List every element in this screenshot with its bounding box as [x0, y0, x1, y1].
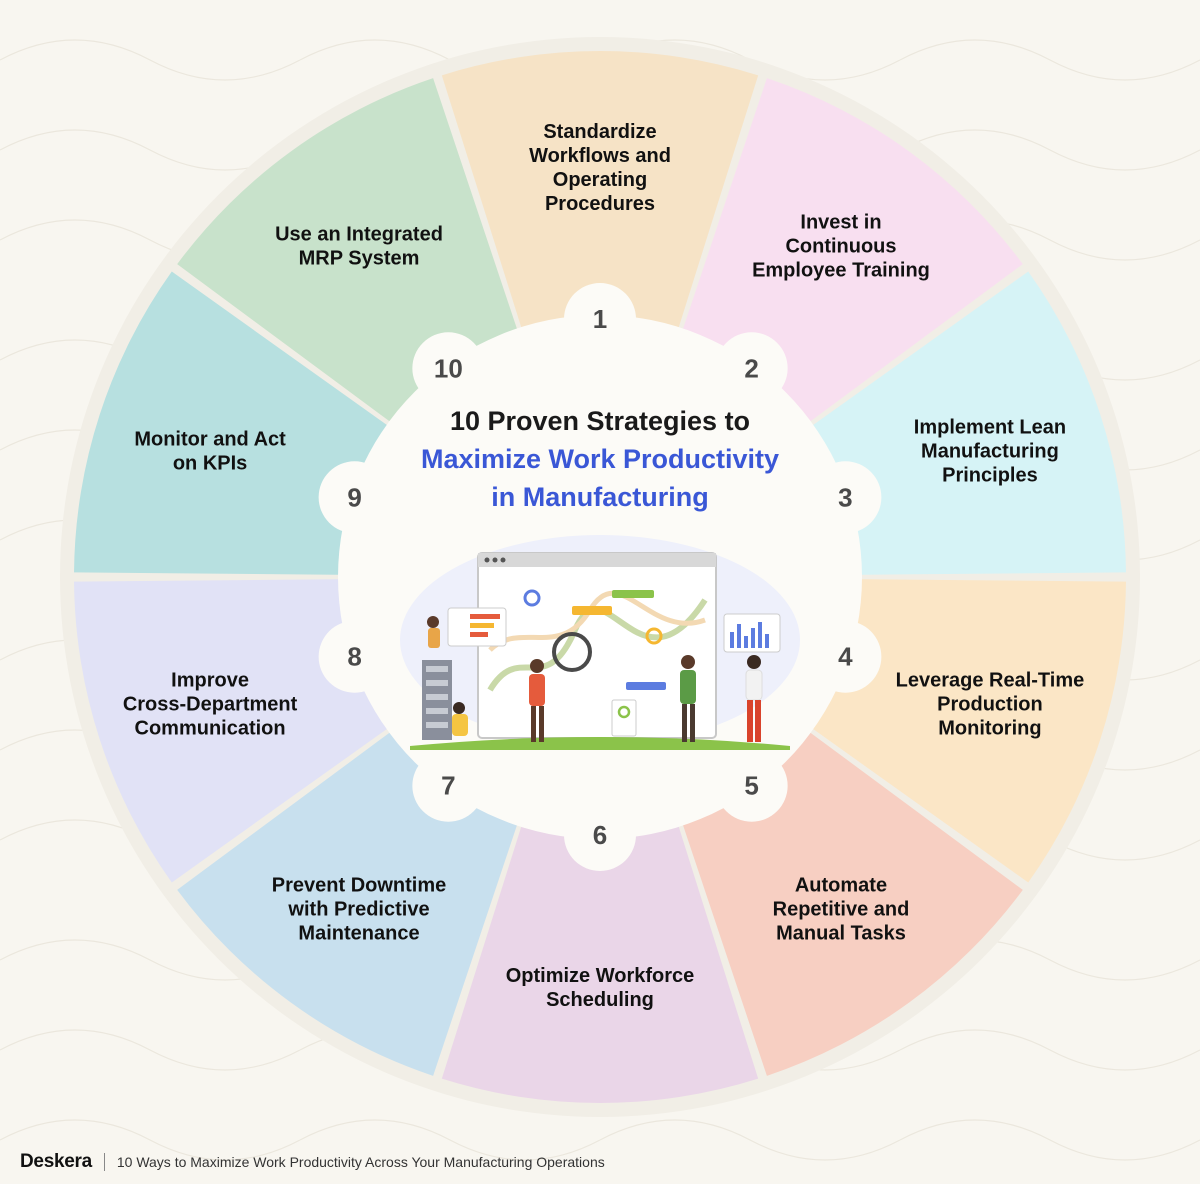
segment-label-line: on KPIs: [173, 452, 247, 474]
segment-label-line: Continuous: [785, 235, 896, 257]
step-number-2: 2: [744, 353, 758, 383]
segment-label-line: MRP System: [299, 247, 420, 269]
segment-label-line: Operating: [553, 169, 647, 191]
dashboard-illustration-icon: [400, 535, 800, 750]
segment-1: [441, 50, 759, 339]
segment-4: [803, 579, 1126, 883]
segment-label-line: Scheduling: [546, 989, 654, 1011]
segment-label-line: Implement Lean: [914, 416, 1066, 438]
segment-label-line: Procedures: [545, 193, 655, 215]
segment-label-line: Improve: [171, 670, 249, 692]
brand-logo: Deskera: [20, 1151, 92, 1172]
segment-9: [74, 271, 397, 575]
number-bubble-2: [715, 332, 788, 405]
people-analyzing-data-icon: [427, 616, 763, 742]
segment-label-line: Leverage Real-Time: [896, 670, 1085, 692]
number-bubble-4: [809, 620, 882, 693]
segment-label-line: Maintenance: [298, 923, 419, 945]
number-bubble-6: [564, 799, 636, 871]
segment-label-line: Standardize: [543, 121, 656, 143]
title-line-2: Maximize Work Productivity: [420, 444, 780, 474]
segment-label-line: Manufacturing: [921, 440, 1059, 462]
segment-label-line: with Predictive: [287, 899, 429, 921]
number-bubble-1: [564, 283, 636, 355]
number-bubble-9: [318, 461, 391, 534]
title-line-3: in Manufacturing: [491, 482, 709, 512]
segment-label-line: Repetitive and: [773, 899, 910, 921]
segment-label-line: Principles: [942, 464, 1038, 486]
segment-label-line: Use an Integrated: [275, 223, 443, 245]
segment-label-line: Invest in: [800, 211, 881, 233]
segment-label-line: Monitoring: [938, 718, 1041, 740]
segment-3: [803, 271, 1126, 575]
segment-label-line: Manual Tasks: [776, 923, 906, 945]
step-number-9: 9: [347, 482, 361, 512]
footer-divider: [103, 1153, 105, 1171]
segment-label-line: Automate: [795, 875, 887, 897]
number-bubble-10: [412, 332, 485, 405]
footer-caption: 10 Ways to Maximize Work Productivity Ac…: [116, 1154, 605, 1170]
footer: Deskera 10 Ways to Maximize Work Product…: [20, 1150, 605, 1174]
center-title: 10 Proven Strategies to Maximize Work Pr…: [380, 402, 820, 516]
step-number-1: 1: [593, 304, 607, 334]
step-number-4: 4: [838, 642, 853, 672]
step-number-6: 6: [593, 820, 607, 850]
segment-label-line: Optimize Workforce: [506, 965, 695, 987]
number-bubble-7: [412, 749, 485, 822]
step-number-8: 8: [347, 642, 361, 672]
number-bubble-5: [715, 749, 788, 822]
segment-6: [441, 815, 759, 1103]
step-number-10: 10: [434, 353, 463, 383]
segment-label-line: Communication: [135, 718, 286, 740]
step-number-3: 3: [838, 482, 852, 512]
segment-label-line: Workflows and: [529, 145, 671, 167]
step-number-5: 5: [744, 771, 758, 801]
segment-label-line: Prevent Downtime: [272, 875, 446, 897]
number-bubble-3: [809, 461, 882, 534]
step-number-7: 7: [441, 771, 455, 801]
segment-8: [74, 579, 397, 883]
title-line-1: 10 Proven Strategies to: [449, 406, 751, 436]
segment-label-line: Monitor and Act: [134, 428, 286, 450]
segment-label-line: Employee Training: [752, 259, 930, 281]
number-bubble-8: [318, 620, 391, 693]
segment-label-line: Cross-Department: [123, 694, 298, 716]
segment-label-line: Production: [937, 694, 1043, 716]
